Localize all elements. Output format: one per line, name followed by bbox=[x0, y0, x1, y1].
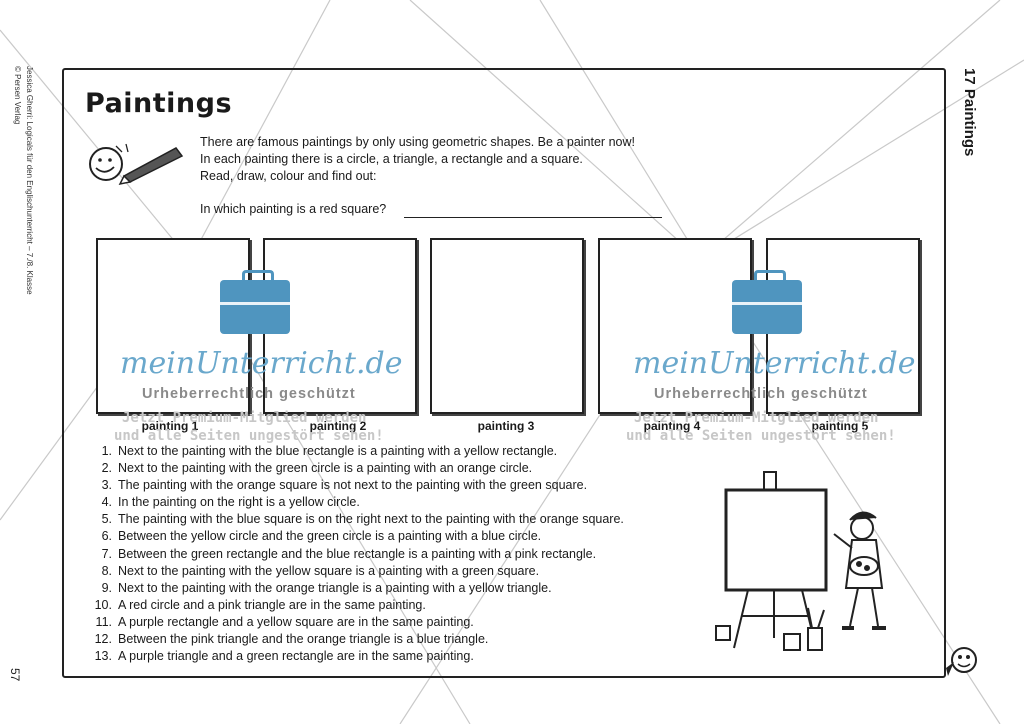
painting-label: painting 2 bbox=[309, 419, 367, 433]
briefcase-logo-icon bbox=[220, 270, 290, 334]
mascot-icon bbox=[946, 647, 977, 676]
clue-item: 2.Next to the painting with the green ci… bbox=[101, 461, 533, 476]
watermark-premium-line1: Jetzt Premium-Mitglied werden bbox=[634, 410, 879, 426]
worksheet-frame bbox=[62, 68, 946, 678]
side-credit: Jessica Gherri: Logicals für den Englisc… bbox=[4, 60, 44, 390]
smiley-pencil-icon bbox=[89, 143, 184, 186]
watermark-protected: Urheberrechtlich geschützt bbox=[654, 386, 868, 402]
clue-item: 10.A red circle and a pink triangle are … bbox=[94, 597, 426, 612]
publisher-line: © Persen Verlag bbox=[13, 66, 22, 125]
clue-item: 9.Next to the painting with the orange t… bbox=[101, 580, 552, 595]
chapter-title: 17 Paintings bbox=[961, 68, 978, 157]
page-title: Paintings bbox=[85, 88, 233, 119]
clue-item: 6.Between the yellow circle and the gree… bbox=[101, 529, 542, 544]
painting-label: painting 5 bbox=[811, 419, 869, 433]
watermark-brand: meinUnterricht.de bbox=[633, 346, 916, 381]
briefcase-logo-icon bbox=[732, 270, 802, 334]
clue-item: 8.Next to the painting with the yellow s… bbox=[101, 563, 540, 578]
painting-label: painting 1 bbox=[141, 419, 199, 433]
painting-canvas-4[interactable] bbox=[598, 238, 752, 414]
watermark-brand: meinUnterricht.de bbox=[120, 346, 403, 381]
intro-line: There are famous paintings by only using… bbox=[200, 135, 635, 149]
credit-line: Jessica Gherri: Logicals für den Englisc… bbox=[25, 66, 34, 295]
watermark-premium-line2: und alle Seiten ungestört sehen! bbox=[626, 428, 896, 444]
intro-line: Read, draw, colour and find out: bbox=[200, 169, 377, 183]
intro-text: There are famous paintings by only using… bbox=[200, 134, 635, 185]
clue-item: 1.Next to the painting with the blue rec… bbox=[101, 444, 558, 458]
watermark-premium-line1: Jetzt Premium-Mitglied werden bbox=[122, 410, 367, 426]
clue-item: 4.In the painting on the right is a yell… bbox=[101, 495, 360, 510]
painter-easel-illustration bbox=[715, 471, 886, 651]
page-number: 57 bbox=[8, 668, 22, 682]
painting-label: painting 4 bbox=[643, 419, 701, 433]
painting-label: painting 3 bbox=[477, 419, 535, 433]
clue-item: 5.The painting with the blue square is o… bbox=[101, 512, 624, 527]
clue-item: 13.A purple triangle and a green rectang… bbox=[94, 649, 474, 664]
clue-item: 11.A purple rectangle and a yellow squar… bbox=[95, 614, 474, 629]
watermark-protected: Urheberrechtlich geschützt bbox=[142, 386, 356, 402]
question: In which painting is a red square? bbox=[200, 202, 387, 216]
answer-field[interactable] bbox=[404, 217, 662, 218]
clue-item: 12.Between the pink triangle and the ora… bbox=[94, 632, 489, 647]
intro-line: In each painting there is a circle, a tr… bbox=[200, 152, 583, 166]
clue-list: 1.Next to the painting with the blue rec… bbox=[92, 443, 624, 665]
clue-item: 7.Between the green rectangle and the bl… bbox=[101, 546, 597, 561]
clue-item: 3.The painting with the orange square is… bbox=[101, 478, 588, 493]
painting-canvas-3[interactable] bbox=[430, 238, 584, 414]
watermark-premium-line2: und alle Seiten ungestört sehen! bbox=[114, 428, 384, 444]
